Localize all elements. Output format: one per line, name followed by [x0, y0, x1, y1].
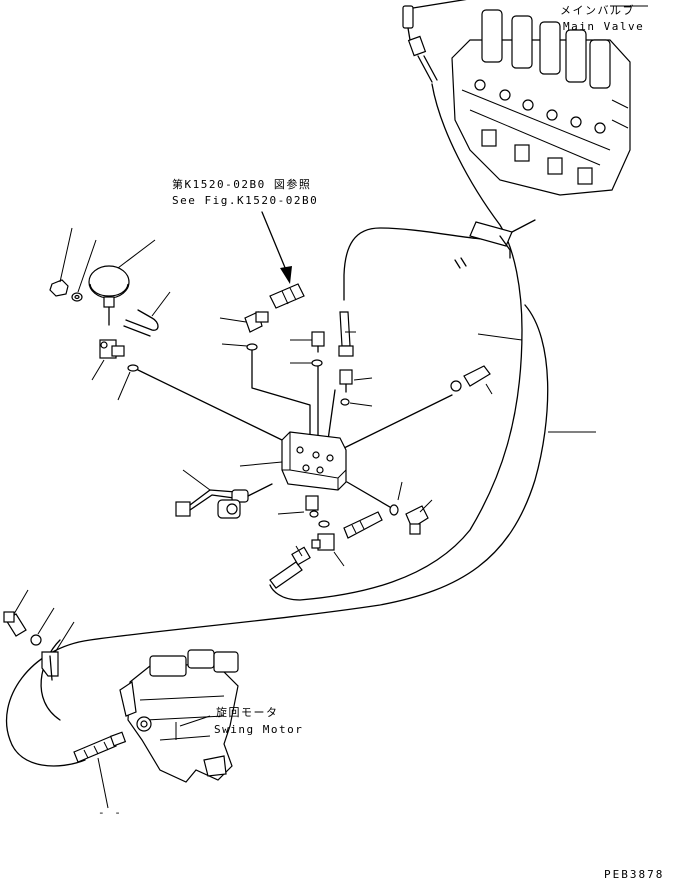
leader-lines	[13, 5, 648, 809]
hose-clamp	[469, 219, 536, 259]
solenoid-connector	[175, 483, 273, 519]
swing-motor-label-en: Swing Motor	[214, 723, 304, 736]
figure-code: PEB3878	[604, 868, 665, 881]
main-valve-drawing	[451, 9, 631, 196]
left-small-parts	[49, 265, 159, 372]
swing-motor-drawing	[73, 649, 239, 783]
bottom-left-parts	[3, 611, 59, 681]
dash-marks: - -	[98, 806, 123, 819]
see-fig-label-jp: 第K1520-02B0 図参照	[172, 178, 312, 191]
hose-lines	[5, 83, 549, 767]
valve-block	[281, 431, 347, 491]
swing-motor-label-jp: 旋回モータ	[216, 706, 279, 719]
see-fig-arrow	[261, 211, 292, 284]
top-sensor-fitting	[402, 0, 467, 83]
main-valve-label-en: Main Valve	[563, 20, 645, 33]
main-valve-label-jp: メインバルブ	[560, 4, 635, 17]
block-fittings	[244, 283, 491, 589]
see-fig-label-en: See Fig.K1520-02B0	[172, 194, 319, 207]
